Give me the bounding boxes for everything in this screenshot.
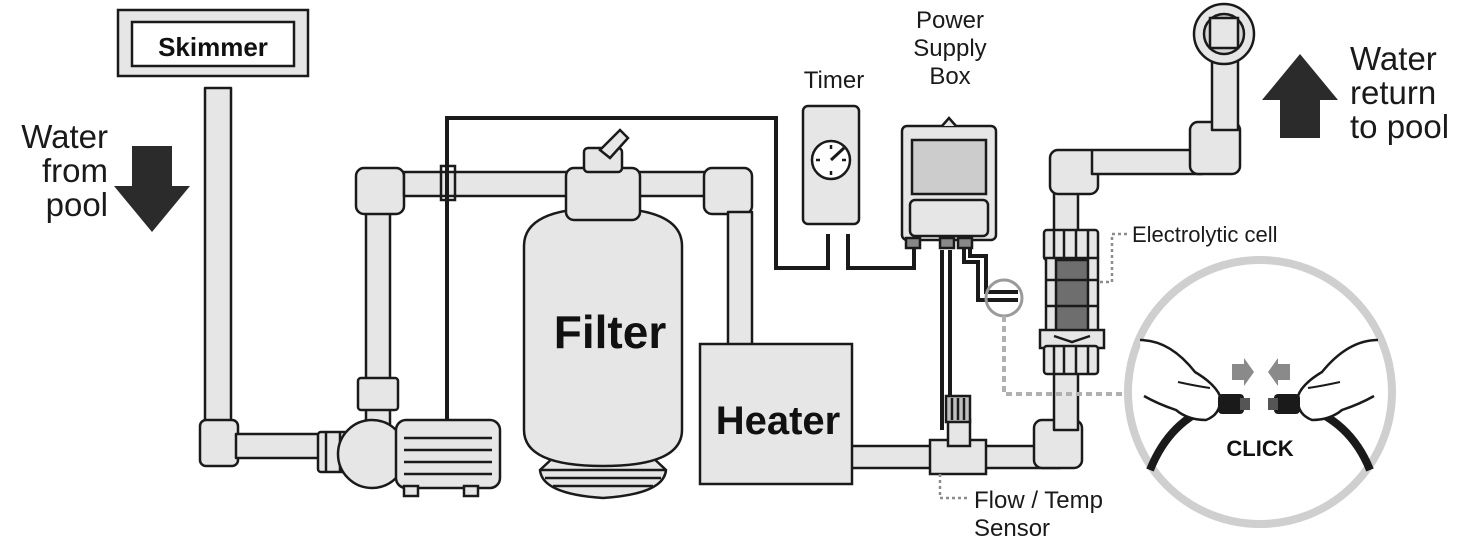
power-supply-box	[900, 116, 998, 250]
filter	[522, 128, 684, 500]
pump	[316, 418, 502, 498]
pump-riser-union	[356, 376, 400, 412]
down-arrow-icon	[114, 146, 190, 232]
svg-text:Supply: Supply	[913, 35, 986, 62]
timer	[801, 104, 861, 226]
cell-leader	[1100, 232, 1128, 284]
pipes	[198, 28, 1242, 470]
wire-sleeve	[439, 164, 457, 202]
electrolytic-cell-label: Electrolytic cell	[1132, 222, 1277, 247]
timer-label: Timer	[804, 67, 864, 94]
svg-text:Water: Water	[1350, 40, 1437, 77]
connector-arrow-left-icon	[1268, 358, 1290, 386]
skimmer-pipe	[203, 86, 233, 450]
filter-outlet-elbow	[702, 166, 754, 216]
skimmer-elbow	[198, 418, 240, 468]
electrolytic-cell	[1038, 228, 1106, 376]
svg-text:Sensor: Sensor	[974, 515, 1050, 542]
click-label: CLICK	[1226, 436, 1293, 461]
svg-text:from: from	[42, 152, 108, 189]
sensor-leader	[938, 474, 970, 500]
svg-text:Flow / Temp: Flow / Temp	[974, 487, 1103, 514]
filter-label: Filter	[554, 306, 667, 358]
filter-to-heater-pipe	[726, 210, 754, 348]
skimmer: Skimmer	[116, 8, 310, 78]
svg-text:to pool: to pool	[1350, 108, 1449, 145]
heater-label: Heater	[716, 399, 841, 443]
svg-text:Power: Power	[916, 7, 984, 34]
wiring	[445, 116, 1018, 430]
connector-arrows-icon	[1232, 358, 1254, 386]
connector-zoom-detail: CLICK	[1124, 256, 1396, 528]
flow-temp-sensor-label: Flow / Temp Sensor	[974, 487, 1103, 542]
water-from-pool-label: Water from pool	[21, 118, 108, 223]
skimmer-label: Skimmer	[158, 32, 268, 62]
svg-text:pool: pool	[46, 186, 108, 223]
up-arrow-icon	[1262, 54, 1338, 138]
svg-text:Box: Box	[929, 63, 970, 90]
pump-inlet-pipe	[234, 432, 328, 460]
riser-top-elbow	[354, 166, 406, 216]
svg-text:return: return	[1350, 74, 1436, 111]
svg-text:Water: Water	[21, 118, 108, 155]
zoom-leader	[1002, 316, 1130, 396]
flow-temp-sensor	[928, 394, 988, 476]
return-inlet-fitting	[1192, 2, 1256, 66]
top-horizontal-pipe	[402, 170, 716, 198]
heater	[698, 342, 854, 486]
return-horizontal-pipe	[1090, 148, 1204, 176]
water-return-label: Water return to pool	[1350, 40, 1449, 145]
power-supply-label: Power Supply Box	[913, 7, 986, 90]
